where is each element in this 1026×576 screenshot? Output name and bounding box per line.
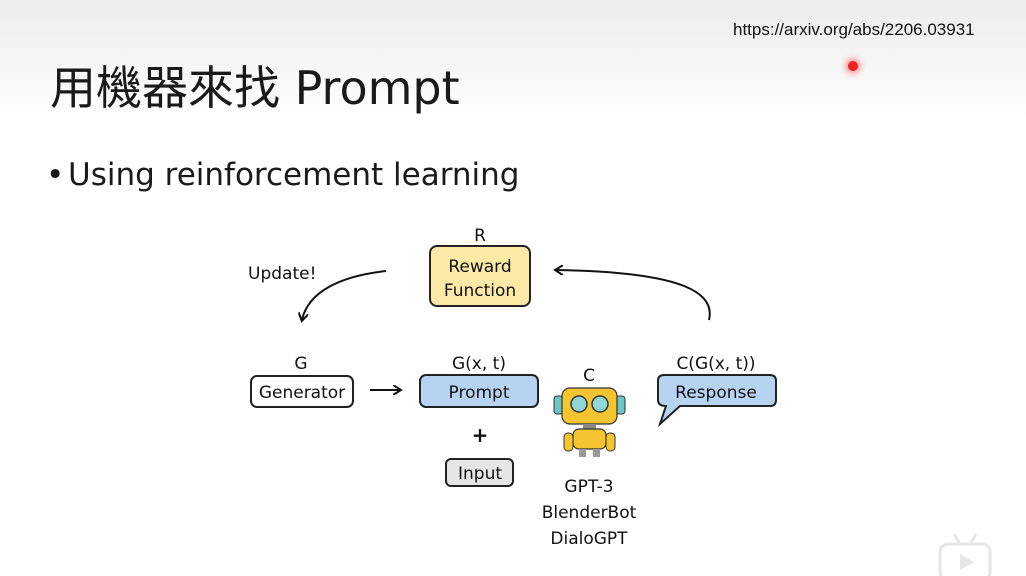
chatbot-model-blenderbot: BlenderBot <box>542 503 637 523</box>
slide-title: 用機器來找 Prompt <box>50 61 460 115</box>
prompt-label: Prompt <box>449 383 510 403</box>
reward-label-line1: Reward <box>448 257 511 277</box>
update-arrow <box>302 270 387 320</box>
response-to-reward-arrow <box>556 270 711 321</box>
laser-pointer-dot <box>848 61 858 71</box>
update-label: Update! <box>248 264 316 284</box>
response-label: Response <box>675 383 757 403</box>
play-watermark-icon <box>938 533 992 576</box>
bullet-dot-icon: • <box>46 157 65 193</box>
input-label: Input <box>458 464 502 484</box>
response-symbol: C(G(x, t)) <box>676 354 755 374</box>
generator-label: Generator <box>259 383 345 403</box>
chatbot-model-dialogpt: DialoGPT <box>550 529 628 549</box>
generator-box <box>250 375 354 408</box>
reward-symbol: R <box>474 226 486 246</box>
bullet-point: •Using reinforcement learning <box>46 157 519 193</box>
prompt-symbol: G(x, t) <box>452 354 506 374</box>
bullet-text: Using reinforcement learning <box>68 157 520 193</box>
prompt-box <box>419 374 539 408</box>
reward-label-line2: Function <box>444 281 516 301</box>
input-box <box>445 458 514 487</box>
plus-sign: + <box>472 423 489 447</box>
chatbot-model-gpt3: GPT-3 <box>564 477 613 497</box>
response-speech-bubble <box>657 374 777 428</box>
source-url: https://arxiv.org/abs/2206.03931 <box>733 20 975 39</box>
chatbot-symbol: C <box>583 366 595 386</box>
reward-function-box <box>429 245 531 307</box>
robot-icon <box>553 387 626 457</box>
generator-symbol: G <box>294 354 307 374</box>
